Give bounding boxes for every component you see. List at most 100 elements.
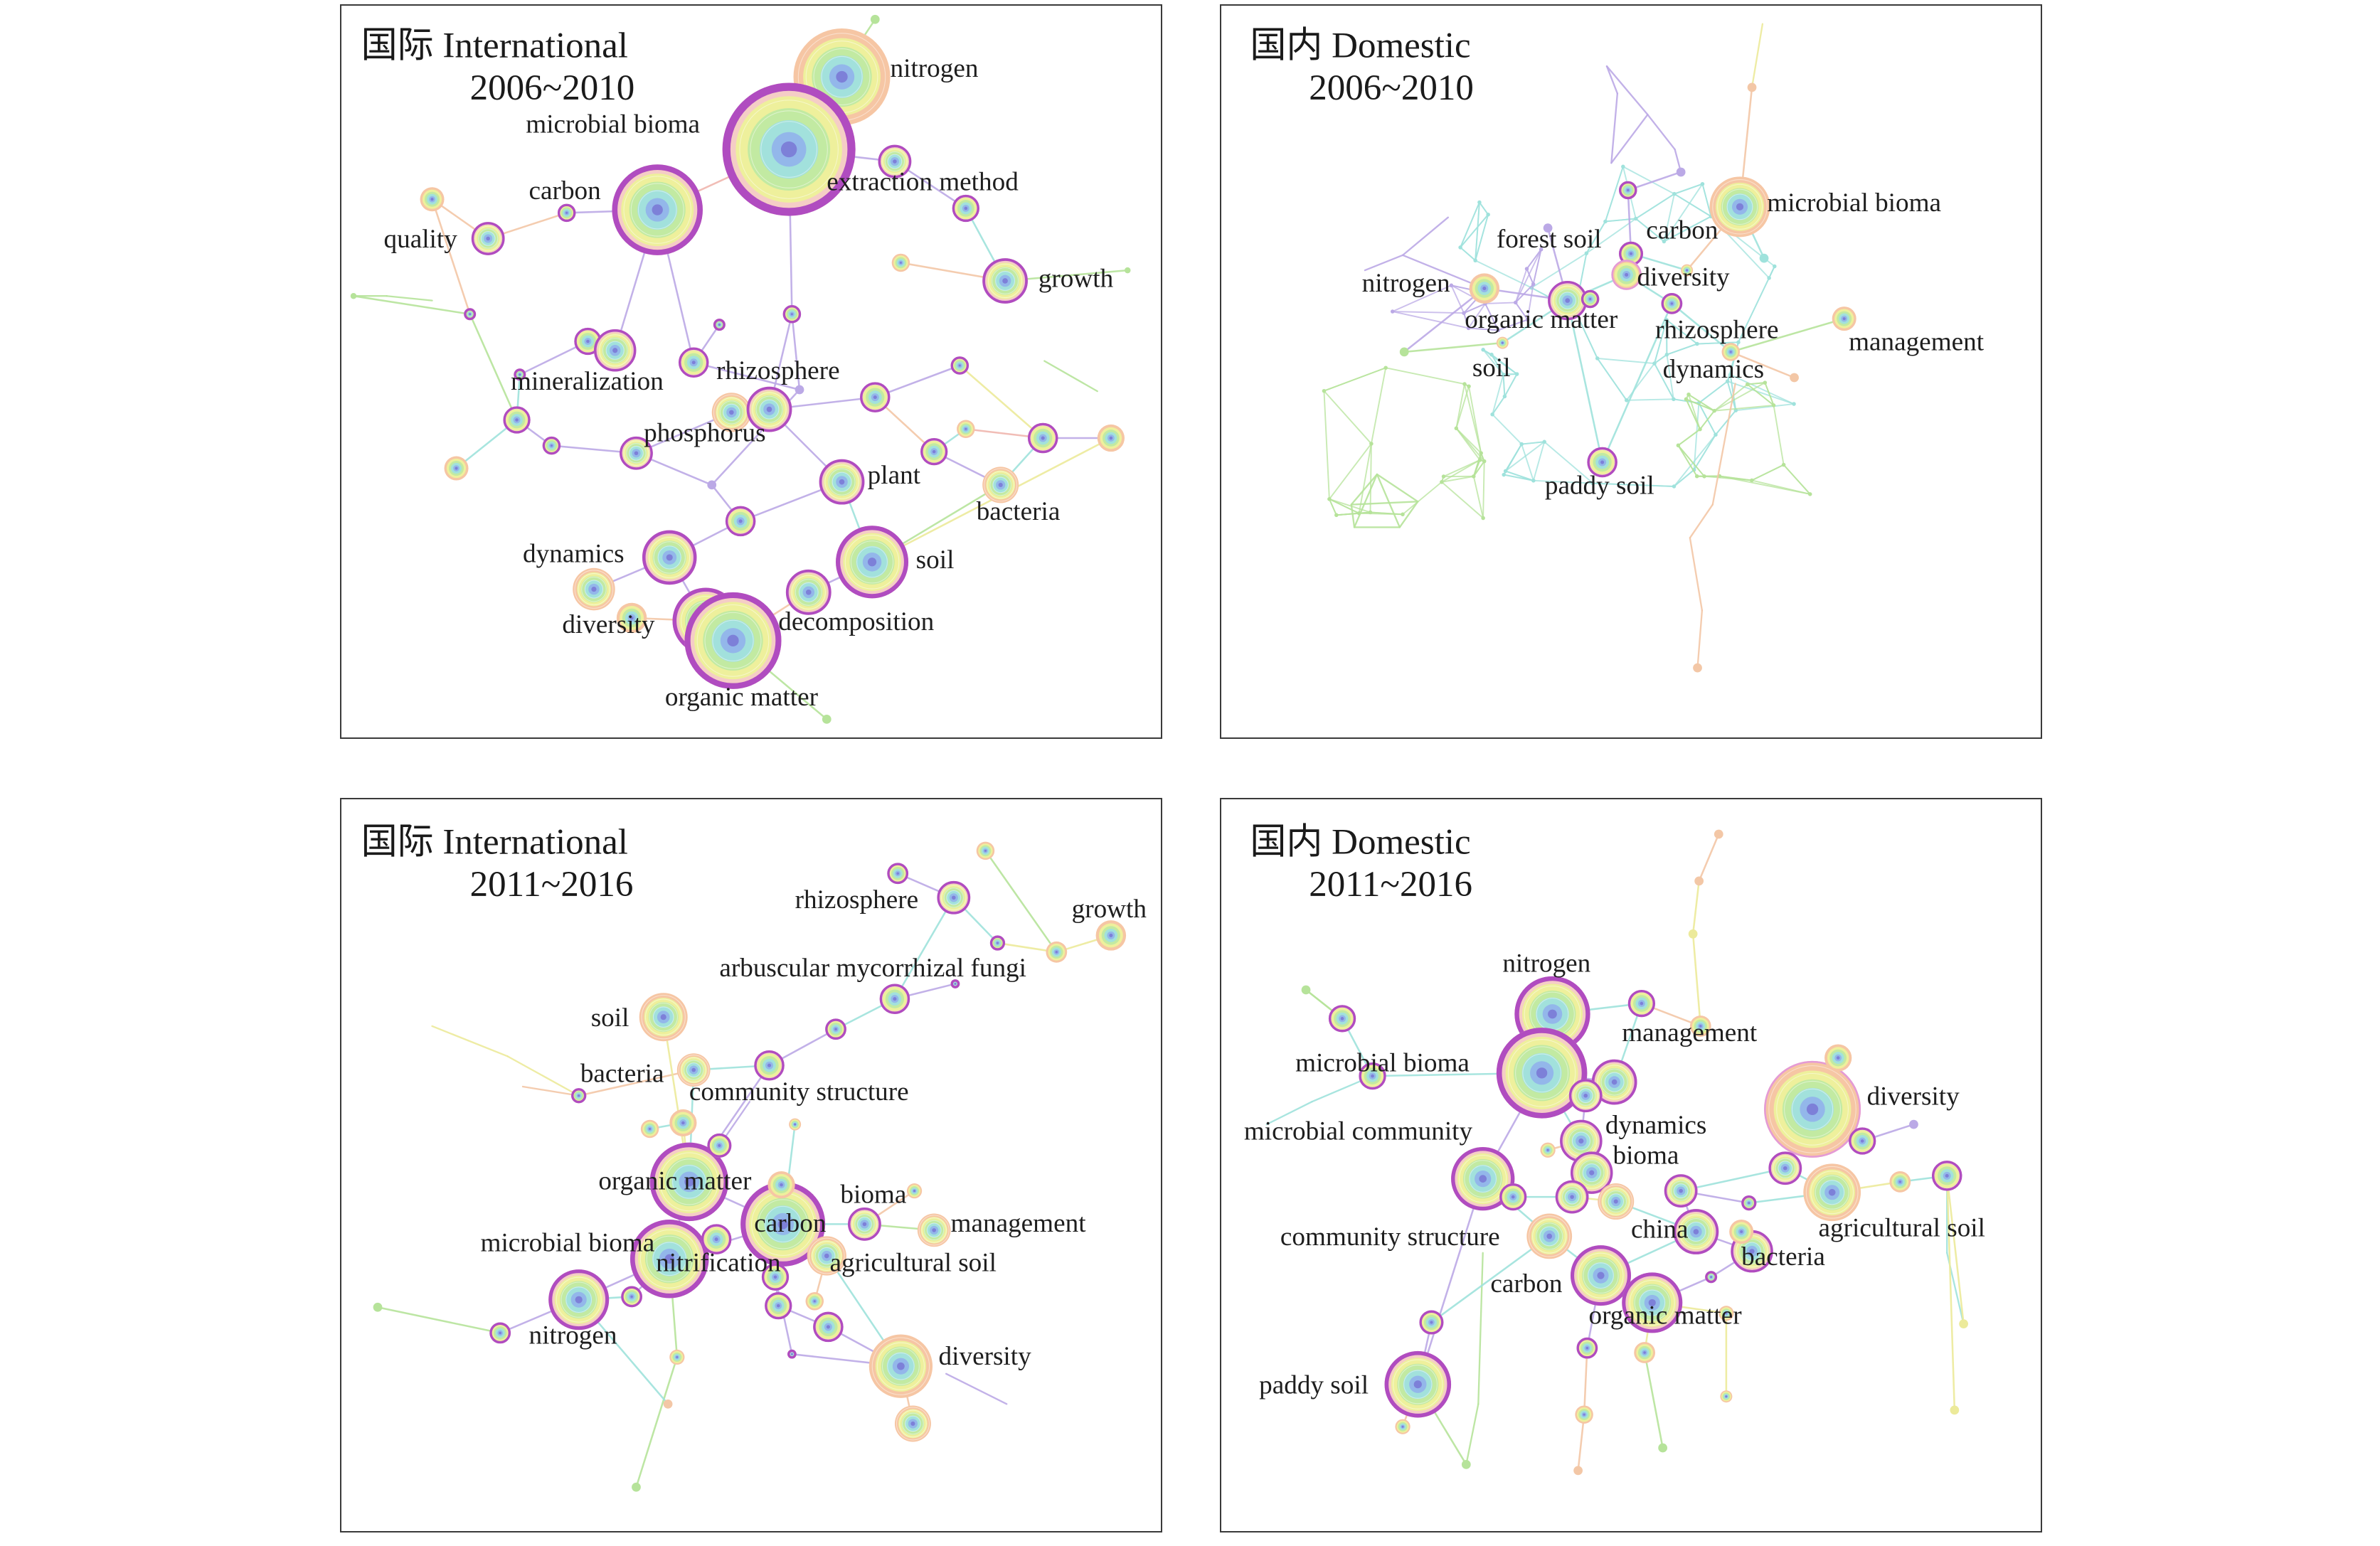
network-edge [578, 1069, 695, 1097]
keyword-node [1301, 985, 1311, 995]
network-edge [1677, 428, 1701, 447]
network-edge [959, 364, 1044, 439]
keyword-node [1328, 1005, 1356, 1033]
keyword-node [740, 1181, 826, 1267]
keyword-label-carbon: carbon [529, 176, 602, 206]
network-nodes [1399, 82, 1856, 673]
keyword-label-organic-matter: organic matter [1588, 1301, 1742, 1331]
keyword-node [542, 436, 561, 455]
keyword-node [1792, 402, 1796, 406]
network-edge [1391, 311, 1470, 329]
keyword-node [557, 203, 576, 223]
keyword-node [1502, 394, 1507, 399]
keyword-node [1672, 191, 1677, 196]
network-edge [1460, 201, 1480, 248]
network-nodes [350, 14, 1131, 724]
network-edge [1601, 302, 1673, 464]
keyword-node [684, 592, 782, 689]
keyword-node [836, 526, 909, 599]
network-edge [1688, 393, 1716, 412]
network-edge [1677, 444, 1698, 477]
keyword-label-nitrogen: nitrogen [1362, 269, 1450, 298]
network-edge [1502, 373, 1506, 398]
keyword-node [950, 356, 969, 375]
keyword-label-carbon: carbon [754, 1209, 827, 1238]
network-edge [1328, 498, 1337, 516]
network-edge [1521, 441, 1546, 445]
network-edge [1746, 382, 1766, 385]
network-edge [1455, 385, 1470, 430]
keyword-label-organic-matter: organic matter [598, 1167, 752, 1196]
keyword-label-paddy-soil: paddy soil [1259, 1370, 1369, 1400]
keyword-node [1568, 1079, 1603, 1113]
network-edge [1718, 475, 1753, 481]
keyword-node [1622, 1272, 1683, 1333]
network-edge [1443, 459, 1481, 478]
keyword-label-arbuscular-mycorrhizal-fungi: arbuscular mycorrhizal fungi [719, 954, 1026, 983]
network-edge [1401, 216, 1449, 257]
keyword-node [822, 714, 832, 724]
keyword-label-growth: growth [1038, 264, 1114, 293]
keyword-node [1525, 317, 1530, 322]
keyword-node [819, 459, 865, 505]
keyword-label-mineralization: mineralization [511, 367, 664, 396]
keyword-node [1931, 1161, 1962, 1191]
keyword-node [620, 436, 653, 470]
keyword-node [1807, 492, 1812, 496]
network-nodes [373, 841, 1127, 1492]
keyword-node [782, 304, 802, 324]
keyword-node [621, 1286, 642, 1308]
network-edge [1647, 114, 1676, 151]
network-edge [893, 897, 955, 1000]
panel-region-title: 国内 Domestic [1250, 26, 1470, 65]
network-edge [1689, 503, 1714, 539]
keyword-node [1496, 1028, 1588, 1119]
keyword-node [879, 983, 910, 1014]
keyword-node [1718, 1306, 1734, 1321]
network-edge [352, 294, 471, 316]
keyword-node [1524, 267, 1529, 271]
network-edge [1693, 402, 1700, 471]
keyword-label-dynamics: dynamics [523, 539, 625, 568]
keyword-label-carbon: carbon [1490, 1269, 1563, 1299]
network-edge [506, 1055, 580, 1097]
keyword-node [1587, 447, 1617, 478]
keyword-node [887, 863, 909, 885]
network-edge [1482, 348, 1504, 375]
network-edge [1730, 317, 1845, 353]
keyword-node [1712, 408, 1716, 413]
keyword-node [707, 1133, 732, 1158]
network-edge [1610, 114, 1649, 164]
panel-region-title: 国内 Domestic [1250, 823, 1470, 863]
keyword-node [725, 506, 756, 537]
network-edge [692, 361, 801, 391]
keyword-node [795, 385, 804, 395]
keyword-label-rhizosphere: rhizosphere [716, 356, 839, 385]
network-edge [1477, 1252, 1484, 1405]
keyword-node [1709, 176, 1770, 238]
network-edge [1526, 248, 1542, 270]
network-edge [1698, 833, 1720, 883]
keyword-node [848, 1208, 881, 1241]
network-edge [1751, 464, 1785, 481]
network-edge [1478, 201, 1489, 215]
network-edge [1577, 1413, 1585, 1472]
panel-period-title: 2006~2010 [1309, 68, 1474, 108]
keyword-node [1689, 1015, 1711, 1037]
network-edge [1526, 283, 1534, 321]
network-edge [1417, 1178, 1484, 1385]
keyword-node [1095, 920, 1127, 951]
keyword-node [1624, 398, 1629, 403]
network-edge [1622, 166, 1675, 195]
network-edge [1440, 459, 1481, 483]
keyword-label-agricultural-soil: agricultural soil [830, 1248, 997, 1277]
keyword-node [1384, 1350, 1452, 1418]
network-edge [1463, 303, 1487, 314]
keyword-label-soil: soil [591, 1003, 629, 1033]
keyword-node [373, 1302, 383, 1312]
network-edge [1504, 373, 1518, 398]
keyword-node [878, 144, 912, 178]
keyword-node [894, 1405, 931, 1442]
